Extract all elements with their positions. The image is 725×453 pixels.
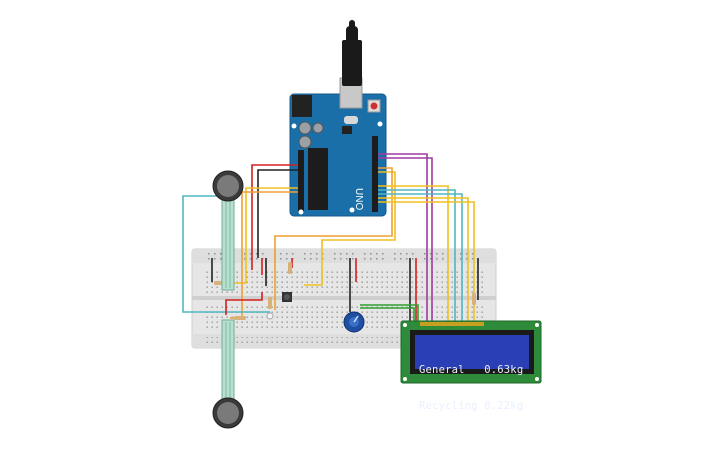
wire-yellow-4[interactable] bbox=[378, 201, 475, 324]
lcd-display-text: General 0.63kg Recycling 0.22kg bbox=[419, 340, 534, 424]
resistors[interactable] bbox=[214, 262, 476, 320]
wire-teal-2[interactable] bbox=[378, 193, 463, 324]
resistor[interactable] bbox=[268, 297, 272, 309]
capacitor bbox=[298, 121, 312, 135]
wire-yellow-3[interactable] bbox=[378, 197, 469, 324]
breadboard-bottom-rail[interactable] bbox=[205, 337, 483, 343]
wire-red-power[interactable] bbox=[251, 164, 298, 270]
wire-red-bb[interactable] bbox=[225, 292, 263, 315]
breadboard-upper-terminal[interactable] bbox=[205, 268, 483, 294]
lcd-screen bbox=[415, 335, 529, 369]
wire-teal-1[interactable] bbox=[378, 189, 456, 324]
wire-purple-1[interactable] bbox=[378, 153, 428, 324]
led[interactable] bbox=[266, 312, 274, 320]
wire-green-contrast[interactable] bbox=[360, 304, 419, 324]
wire-purple-2[interactable] bbox=[378, 157, 433, 324]
atmega-chip bbox=[308, 148, 328, 210]
usb-cable[interactable] bbox=[342, 40, 362, 86]
wires[interactable] bbox=[182, 153, 479, 324]
right-header[interactable] bbox=[372, 136, 378, 212]
resistor[interactable] bbox=[288, 262, 292, 274]
arduino-uno-board[interactable]: UNO bbox=[289, 20, 387, 217]
wire-yellow-2[interactable] bbox=[378, 185, 449, 324]
left-header[interactable] bbox=[298, 150, 304, 212]
resistor[interactable] bbox=[234, 316, 246, 320]
capacitor bbox=[298, 135, 312, 149]
lcd-line-2: Recycling 0.22kg bbox=[419, 400, 524, 412]
lcd-module[interactable] bbox=[400, 320, 542, 384]
lcd-line-1: General 0.63kg bbox=[419, 364, 524, 376]
resistor[interactable] bbox=[472, 293, 476, 305]
wire-black-gnd[interactable] bbox=[257, 169, 298, 258]
lcd-pin-header bbox=[420, 322, 484, 326]
board-label: UNO bbox=[353, 188, 364, 210]
wire-orange-1[interactable] bbox=[274, 167, 393, 310]
pushbutton[interactable] bbox=[282, 292, 292, 302]
power-jack bbox=[292, 95, 312, 117]
force-sensor-bottom[interactable] bbox=[212, 319, 244, 429]
force-sensor-top[interactable] bbox=[212, 170, 244, 291]
potentiometer[interactable] bbox=[343, 311, 365, 333]
wire-yellow-a0[interactable] bbox=[232, 187, 298, 284]
